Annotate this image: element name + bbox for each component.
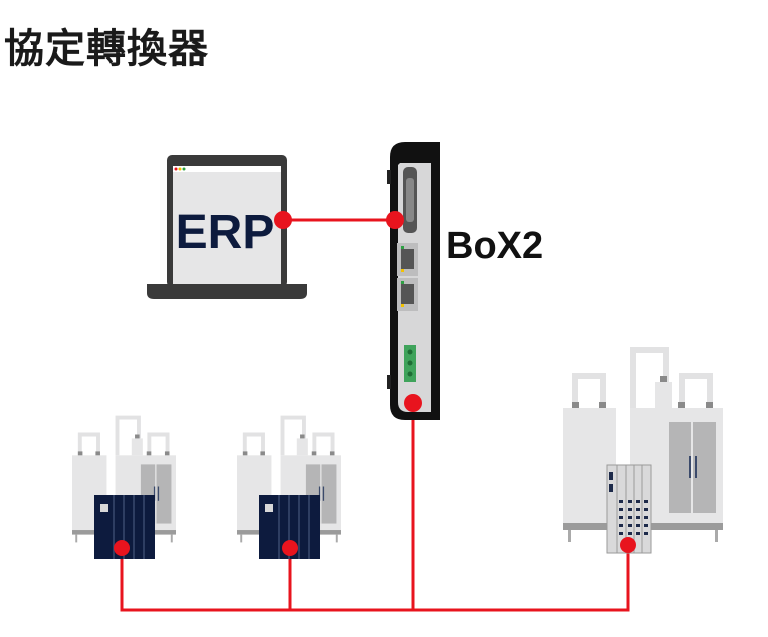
- machine-3: [563, 350, 723, 554]
- gateway-box2: BoX2: [387, 142, 543, 420]
- gateway-label: BoX2: [446, 225, 543, 267]
- laptop-erp: ERP: [147, 155, 307, 299]
- gateway-fieldbus-dot: [404, 394, 422, 412]
- erp-connection-dot: [274, 211, 292, 229]
- machine-2: [235, 415, 343, 560]
- laptop-screen: [173, 166, 281, 284]
- machine-1: [70, 415, 178, 560]
- laptop-base: [147, 284, 307, 299]
- machine-1-dot: [114, 540, 130, 556]
- fieldbus-line: [120, 545, 630, 612]
- gateway-serial-dot: [386, 211, 404, 229]
- machine-2-dot: [282, 540, 298, 556]
- erp-label: ERP: [176, 206, 275, 259]
- machine-3-dot: [620, 537, 636, 553]
- page-title: 協定轉換器: [4, 26, 209, 72]
